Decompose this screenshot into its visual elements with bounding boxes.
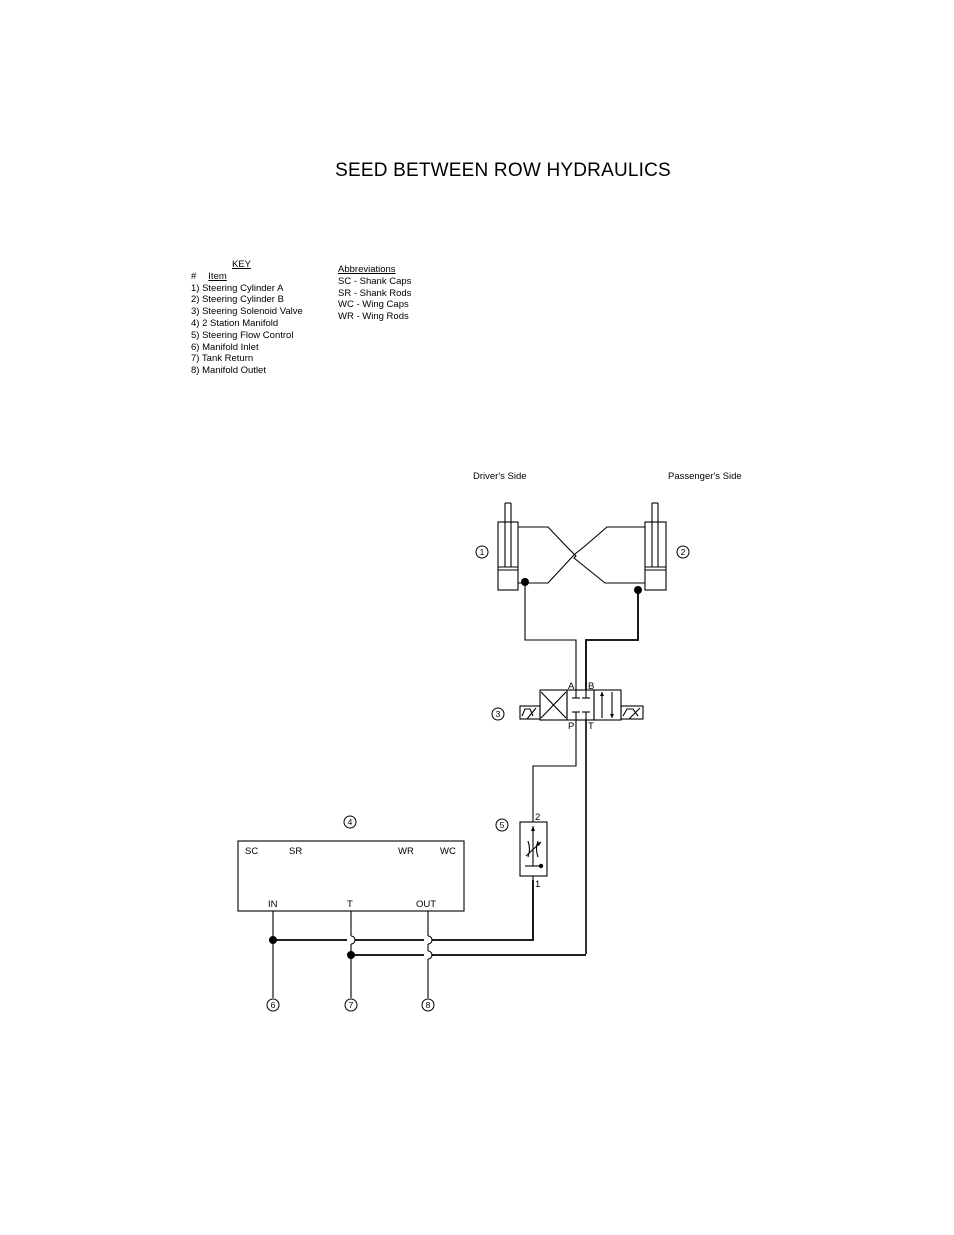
crossover-hoses	[518, 526, 645, 584]
callout-2-circle	[676, 545, 690, 559]
callout-3: 3	[496, 709, 501, 719]
manifold-piping	[272, 880, 586, 998]
steering-cylinder-a	[497, 502, 519, 591]
key-item: 5) Steering Flow Control	[191, 329, 294, 341]
abbreviation-item: WR - Wing Rods	[338, 311, 409, 323]
manifold-port-sc: SC	[245, 846, 258, 857]
key-item-header: Item	[208, 270, 227, 282]
steering-cylinder-b	[644, 502, 667, 591]
callout-7: 7	[349, 1000, 354, 1010]
callout-5-circle	[495, 818, 509, 832]
key-number-header: #	[191, 270, 197, 282]
valve-port-t: T	[588, 721, 594, 732]
inlet-junction	[269, 936, 277, 944]
key-column-headers: # Item	[191, 271, 303, 283]
manifold-port-out: OUT	[416, 899, 436, 910]
callout-6: 6	[271, 1000, 276, 1010]
manifold-port-in: IN	[268, 899, 278, 910]
callout-8: 8	[426, 1000, 431, 1010]
callout-2: 2	[681, 547, 686, 557]
key-item: 2) Steering Cylinder B	[191, 294, 284, 306]
manifold-port-wc: WC	[440, 846, 456, 857]
callout-8-circle	[421, 998, 435, 1012]
manifold-port-sr: SR	[289, 846, 302, 857]
key-item: 3) Steering Solenoid Valve	[191, 306, 303, 318]
flow-control-port-1: 1	[535, 879, 540, 890]
key-item: 7) Tank Return	[191, 353, 254, 365]
callout-7-circle	[344, 998, 358, 1012]
key-item: 4) 2 Station Manifold	[191, 317, 279, 329]
valve-supply-lines	[532, 720, 587, 954]
manifold-port-t: T	[347, 899, 353, 910]
callout-6-circle	[266, 998, 280, 1012]
steering-flow-control	[519, 818, 548, 880]
key-item: 8) Manifold Outlet	[191, 365, 266, 377]
valve-port-p: P	[568, 721, 574, 732]
tank-junction	[347, 951, 355, 959]
callout-3-circle	[491, 707, 505, 721]
key-heading: KEY	[232, 259, 252, 270]
key-item: 1) Steering Cylinder A	[191, 282, 284, 294]
abbreviations-legend: Abbreviations SC - Shank Caps SR - Shank…	[338, 264, 411, 323]
valve-work-lines	[524, 582, 639, 690]
drivers-side-label: Driver's Side	[473, 471, 527, 482]
key-legend: KEY # Item 1) Steering Cylinder A 2) Stee…	[191, 259, 303, 377]
abbreviation-item: WC - Wing Caps	[338, 299, 409, 311]
callout-4-circle	[343, 815, 357, 829]
flow-control-port-2: 2	[535, 812, 540, 823]
steering-solenoid-valve	[519, 689, 644, 721]
passengers-side-label: Passenger's Side	[668, 471, 742, 482]
key-item: 6) Manifold Inlet	[191, 341, 259, 353]
abbreviation-item: SR - Shank Rods	[338, 287, 412, 299]
valve-port-a: A	[568, 681, 575, 692]
abbreviations-heading: Abbreviations	[338, 264, 396, 275]
manifold-port-wr: WR	[398, 846, 414, 857]
valve-port-b: B	[588, 681, 594, 692]
callout-1-circle	[475, 545, 489, 559]
callout-5: 5	[500, 820, 505, 830]
callout-1: 1	[480, 547, 485, 557]
callout-4: 4	[348, 817, 353, 827]
abbreviation-item: SC - Shank Caps	[338, 275, 412, 287]
page-title: SEED BETWEEN ROW HYDRAULICS	[335, 160, 671, 181]
